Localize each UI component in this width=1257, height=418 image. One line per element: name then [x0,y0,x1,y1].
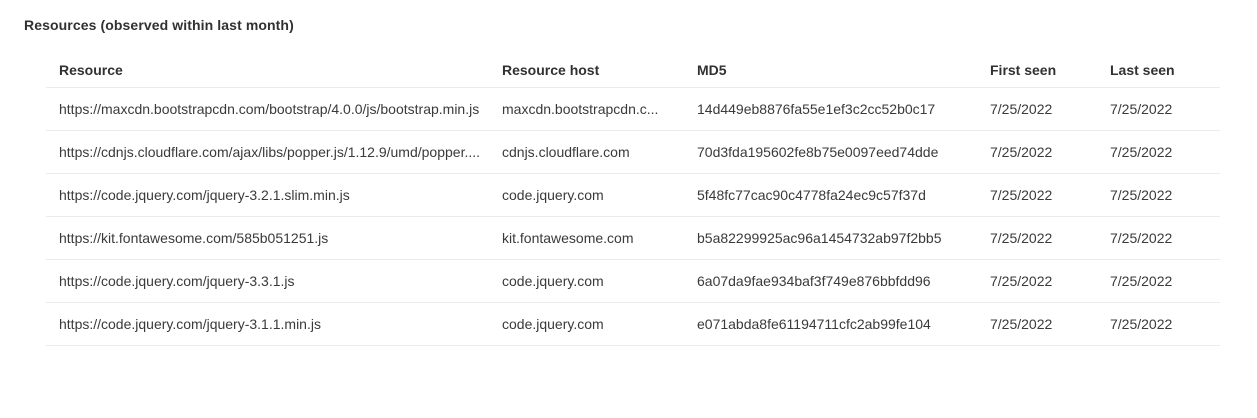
cell-last-seen: 7/25/2022 [1110,101,1173,117]
cell-last-seen: 7/25/2022 [1110,144,1173,160]
cell-resource: https://cdnjs.cloudflare.com/ajax/libs/p… [59,144,481,160]
cell-md5: e071abda8fe61194711cfc2ab99fe104 [697,316,931,332]
column-header-last-seen: Last seen [1110,62,1175,78]
resources-panel: Resources (observed within last month) R… [24,17,1220,346]
cell-md5: b5a82299925ac96a1454732ab97f2bb5 [697,230,942,246]
cell-last-seen: 7/25/2022 [1110,187,1173,203]
cell-first-seen: 7/25/2022 [990,101,1053,117]
cell-first-seen: 7/25/2022 [990,187,1053,203]
cell-resource-host: code.jquery.com [502,273,604,289]
cell-md5: 6a07da9fae934baf3f749e876bbfdd96 [697,273,931,289]
cell-resource: https://maxcdn.bootstrapcdn.com/bootstra… [59,101,480,117]
resources-table: Resource Resource host MD5 First seen La… [46,53,1220,346]
table-row[interactable]: https://maxcdn.bootstrapcdn.com/bootstra… [46,88,1220,131]
cell-resource-host: code.jquery.com [502,187,604,203]
cell-first-seen: 7/25/2022 [990,144,1053,160]
cell-md5: 14d449eb8876fa55e1ef3c2cc52b0c17 [697,101,936,117]
cell-last-seen: 7/25/2022 [1110,230,1173,246]
table-row[interactable]: https://kit.fontawesome.com/585b051251.j… [46,217,1220,260]
cell-resource: https://kit.fontawesome.com/585b051251.j… [59,230,329,246]
cell-resource-host: maxcdn.bootstrapcdn.c... [502,101,659,117]
cell-first-seen: 7/25/2022 [990,230,1053,246]
table-header-row: Resource Resource host MD5 First seen La… [46,53,1220,88]
cell-resource: https://code.jquery.com/jquery-3.1.1.min… [59,316,321,332]
table-row[interactable]: https://code.jquery.com/jquery-3.1.1.min… [46,303,1220,346]
column-header-resource-host: Resource host [502,62,600,78]
table-row[interactable]: https://code.jquery.com/jquery-3.3.1.js … [46,260,1220,303]
cell-last-seen: 7/25/2022 [1110,273,1173,289]
cell-resource-host: code.jquery.com [502,316,604,332]
cell-md5: 70d3fda195602fe8b75e0097eed74dde [697,144,939,160]
cell-first-seen: 7/25/2022 [990,316,1053,332]
cell-resource: https://code.jquery.com/jquery-3.3.1.js [59,273,295,289]
cell-resource-host: cdnjs.cloudflare.com [502,144,630,160]
cell-first-seen: 7/25/2022 [990,273,1053,289]
table-row[interactable]: https://code.jquery.com/jquery-3.2.1.sli… [46,174,1220,217]
cell-resource: https://code.jquery.com/jquery-3.2.1.sli… [59,187,350,203]
cell-resource-host: kit.fontawesome.com [502,230,634,246]
column-header-first-seen: First seen [990,62,1057,78]
column-header-md5: MD5 [697,62,727,78]
column-header-resource: Resource [59,62,123,78]
table-row[interactable]: https://cdnjs.cloudflare.com/ajax/libs/p… [46,131,1220,174]
page-title: Resources (observed within last month) [24,17,294,33]
cell-md5: 5f48fc77cac90c4778fa24ec9c57f37d [697,187,926,203]
cell-last-seen: 7/25/2022 [1110,316,1173,332]
